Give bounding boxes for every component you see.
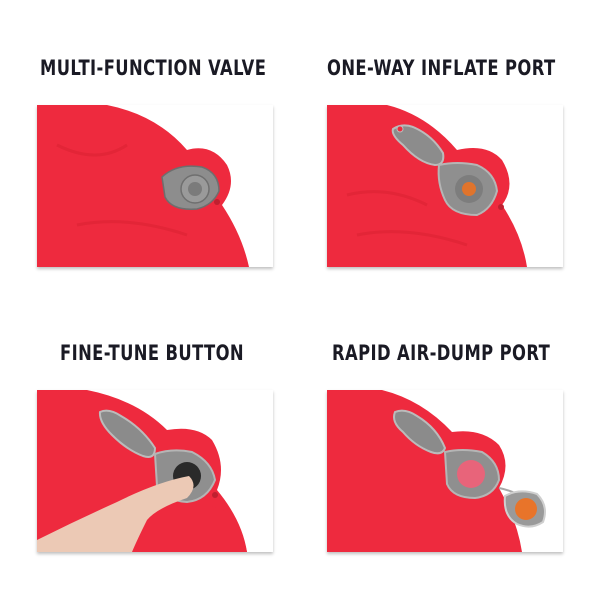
panel-image-multi-function-valve bbox=[37, 105, 273, 267]
mat-inflate-port-illustration bbox=[327, 105, 527, 267]
mat-fine-tune-illustration bbox=[37, 390, 247, 552]
panel-image-one-way-inflate-port bbox=[327, 105, 563, 267]
panel-title-one-way-inflate-port: ONE-WAY INFLATE PORT bbox=[327, 56, 556, 80]
panel-title-multi-function-valve: MULTI-FUNCTION VALVE bbox=[40, 56, 267, 80]
mat-air-dump-illustration bbox=[327, 390, 546, 552]
panel-image-rapid-air-dump-port bbox=[327, 390, 563, 552]
panel-title-fine-tune-button: FINE-TUNE BUTTON bbox=[60, 341, 245, 365]
panel-title-rapid-air-dump-port: RAPID AIR-DUMP PORT bbox=[332, 341, 551, 365]
mat-valve-illustration bbox=[37, 105, 249, 267]
panel-image-fine-tune-button bbox=[37, 390, 273, 552]
